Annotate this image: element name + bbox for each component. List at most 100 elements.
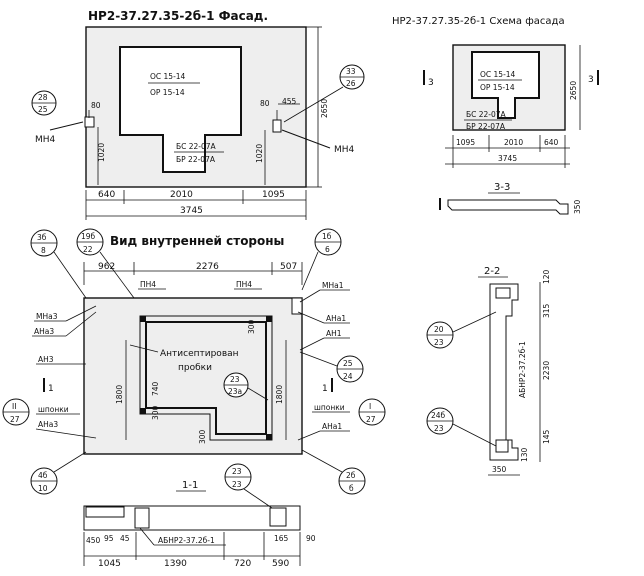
- svg-text:10: 10: [38, 484, 48, 493]
- interior-ana1-top: АНа1: [326, 314, 346, 323]
- facade-mn-right: МН4: [334, 145, 355, 155]
- svg-text:28: 28: [38, 93, 48, 102]
- svg-text:20: 20: [434, 325, 444, 334]
- svg-text:23: 23: [232, 467, 242, 476]
- interior-shponki-right: шпонки: [314, 403, 345, 412]
- interior-cut-left: 1: [48, 384, 54, 394]
- interior-shponki-left: шпонки: [38, 405, 69, 414]
- scheme-dim-total: 3745: [498, 154, 517, 163]
- scheme-height: 2650: [569, 81, 578, 100]
- section11-d1045: 1045: [98, 559, 121, 569]
- section11-d450: 450: [86, 536, 101, 545]
- facade-sill-left: 1020: [97, 143, 106, 162]
- section22-d130: 130: [520, 447, 529, 462]
- facade-dim-b3: 1095: [262, 190, 285, 200]
- section22-d145: 145: [542, 429, 551, 444]
- svg-text:3б: 3б: [37, 233, 47, 242]
- svg-text:23: 23: [434, 338, 444, 347]
- svg-text:23: 23: [232, 480, 242, 489]
- svg-text:б: б: [349, 484, 354, 493]
- svg-text:27: 27: [366, 415, 376, 424]
- interior-ana1-bottom: АНа1: [322, 422, 342, 431]
- interior-d300-b: 300: [151, 405, 160, 420]
- facade-sill-right: 1020: [255, 144, 264, 163]
- facade-title: НР2-37.27.35-2б-1 Фасад.: [88, 9, 268, 23]
- interior-an1: АН1: [326, 329, 342, 338]
- interior-ref-II: II 27: [2, 398, 30, 426]
- section22-d120: 120: [542, 269, 551, 284]
- scheme-window-bottom: ОР 15-14: [480, 83, 515, 92]
- interior-h-right: 1800: [275, 385, 284, 404]
- svg-text:33: 33: [346, 67, 356, 76]
- interior-ana3-top: АНа3: [34, 327, 54, 336]
- svg-text:4б: 4б: [38, 471, 48, 480]
- scheme-view: НР2-37.27.35-2б-1 Схема фасада ОС 15-14 …: [392, 16, 599, 168]
- interior-ana3-bottom: АНа3: [38, 420, 58, 429]
- section33-profile: [447, 199, 569, 215]
- svg-text:25: 25: [38, 105, 48, 114]
- interior-cut-right: 1: [322, 384, 328, 394]
- section22-title: 2-2: [484, 266, 500, 277]
- section33-title: 3-3: [494, 182, 510, 193]
- svg-text:2б: 2б: [346, 471, 356, 480]
- section22-ref-top: 20 23: [426, 311, 497, 349]
- section11-d720: 720: [234, 559, 251, 569]
- svg-text:8: 8: [41, 246, 46, 255]
- interior-d300-c: 300: [198, 429, 207, 444]
- interior-title: Вид внутренней стороны: [110, 234, 284, 248]
- section11-ref: 23 23: [224, 463, 273, 509]
- section11-d45: 45: [120, 534, 130, 543]
- svg-text:22: 22: [83, 245, 93, 254]
- interior-corner-block: [291, 297, 303, 315]
- interior-pn4-left: ПН4: [140, 280, 156, 289]
- interior-d300-a: 300: [247, 319, 256, 334]
- section11-d90: 90: [306, 534, 316, 543]
- section-1-1: 1-1 АБНР2-37.2б-1 23 23 450 95 45 165 90…: [83, 463, 316, 569]
- facade-ref-right: 33 26: [339, 64, 365, 90]
- section11-d165: 165: [274, 534, 289, 543]
- facade-window-bottom: ОР 15-14: [150, 88, 185, 97]
- scheme-opening: [471, 51, 540, 119]
- interior-mna3: МНа3: [36, 312, 58, 321]
- svg-text:II: II: [12, 402, 16, 411]
- interior-ref-2b: 2б б: [301, 449, 366, 495]
- scheme-title: НР2-37.27.35-2б-1 Схема фасада: [392, 16, 565, 27]
- interior-ref-I: I 27: [358, 398, 386, 426]
- section-3-3: 3-3 350: [439, 182, 582, 215]
- facade-mn-left: МН4: [35, 135, 56, 145]
- facade-mn-right-marker: [272, 119, 282, 133]
- scheme-window-top: ОС 15-14: [480, 70, 516, 79]
- facade-mn-left-marker: [84, 116, 95, 128]
- section22-d350: 350: [492, 465, 507, 474]
- facade-dim-total: 3745: [180, 206, 203, 216]
- interior-ref-3b: 3б 8: [30, 229, 87, 299]
- scheme-dim-1: 1095: [456, 138, 475, 147]
- facade-dim-455: 455: [282, 97, 297, 106]
- section22-profile: [489, 283, 519, 461]
- svg-text:26: 26: [346, 79, 356, 88]
- interior-ref-23: 23 23а: [223, 372, 269, 401]
- facade-door-bottom: БР 22-07А: [176, 155, 216, 164]
- interior-antiseptic-2: пробки: [178, 363, 212, 373]
- section11-d1390: 1390: [164, 559, 187, 569]
- section22-d2230: 2230: [542, 361, 551, 380]
- facade-ref-left: 28 25: [31, 90, 57, 116]
- facade-dim-left-small: 80: [91, 101, 101, 110]
- svg-text:27: 27: [10, 415, 20, 424]
- scheme-cut-left: 3: [428, 78, 434, 88]
- interior-ref-1b: 1б 6: [301, 228, 342, 291]
- interior-an3: АН3: [38, 355, 54, 364]
- section22-ref-bottom: 24б 23: [426, 407, 497, 447]
- scheme-dim-3: 640: [544, 138, 559, 147]
- scheme-cut-right: 3: [588, 75, 594, 85]
- svg-text:1б: 1б: [322, 232, 332, 241]
- section22-label: АБНР2-37.2б-1: [518, 341, 527, 398]
- section11-d95: 95: [104, 534, 114, 543]
- facade-height: 2650: [320, 99, 329, 118]
- facade-dim-right-small: 80: [260, 99, 270, 108]
- svg-text:6: 6: [325, 245, 330, 254]
- svg-text:23а: 23а: [228, 387, 242, 396]
- interior-ref-25: 25 24: [299, 351, 364, 383]
- svg-text:25: 25: [343, 359, 353, 368]
